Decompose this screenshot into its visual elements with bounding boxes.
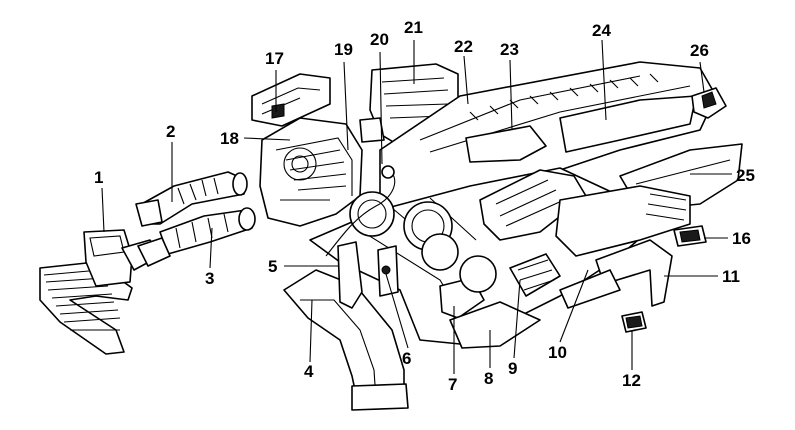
label-5: 5 bbox=[268, 257, 277, 276]
label-22: 22 bbox=[454, 37, 473, 56]
label-16: 16 bbox=[732, 229, 751, 248]
label-8: 8 bbox=[484, 369, 493, 388]
label-23: 23 bbox=[500, 40, 519, 59]
label-1: 1 bbox=[94, 168, 103, 187]
label-3: 3 bbox=[205, 269, 214, 288]
part-3-duct bbox=[137, 207, 256, 267]
label-7: 7 bbox=[448, 375, 457, 394]
label-24: 24 bbox=[592, 21, 611, 40]
label-19: 19 bbox=[334, 40, 353, 59]
label-11: 11 bbox=[722, 267, 740, 286]
heater-unit bbox=[251, 73, 363, 227]
label-12: 12 bbox=[622, 371, 641, 390]
label-6: 6 bbox=[402, 349, 411, 368]
label-4: 4 bbox=[304, 362, 314, 381]
label-21: 21 bbox=[404, 18, 423, 37]
leader-lines bbox=[101, 39, 732, 374]
part-4-floor-duct bbox=[283, 269, 409, 411]
part-2-side-vent-duct bbox=[135, 171, 248, 227]
part-numbers: 1 2 3 4 5 6 7 8 9 10 11 12 16 17 18 19 2… bbox=[94, 18, 755, 394]
label-20: 20 bbox=[370, 30, 389, 49]
center-brackets bbox=[337, 241, 541, 349]
part-20-cable bbox=[325, 165, 396, 257]
label-17: 17 bbox=[265, 49, 284, 68]
label-2: 2 bbox=[166, 122, 175, 141]
label-10: 10 bbox=[548, 343, 567, 362]
label-26: 26 bbox=[690, 41, 709, 60]
switches bbox=[621, 225, 707, 333]
label-9: 9 bbox=[508, 359, 517, 378]
lower-console-parts bbox=[509, 185, 691, 309]
label-25: 25 bbox=[736, 166, 755, 185]
label-18: 18 bbox=[220, 129, 239, 148]
